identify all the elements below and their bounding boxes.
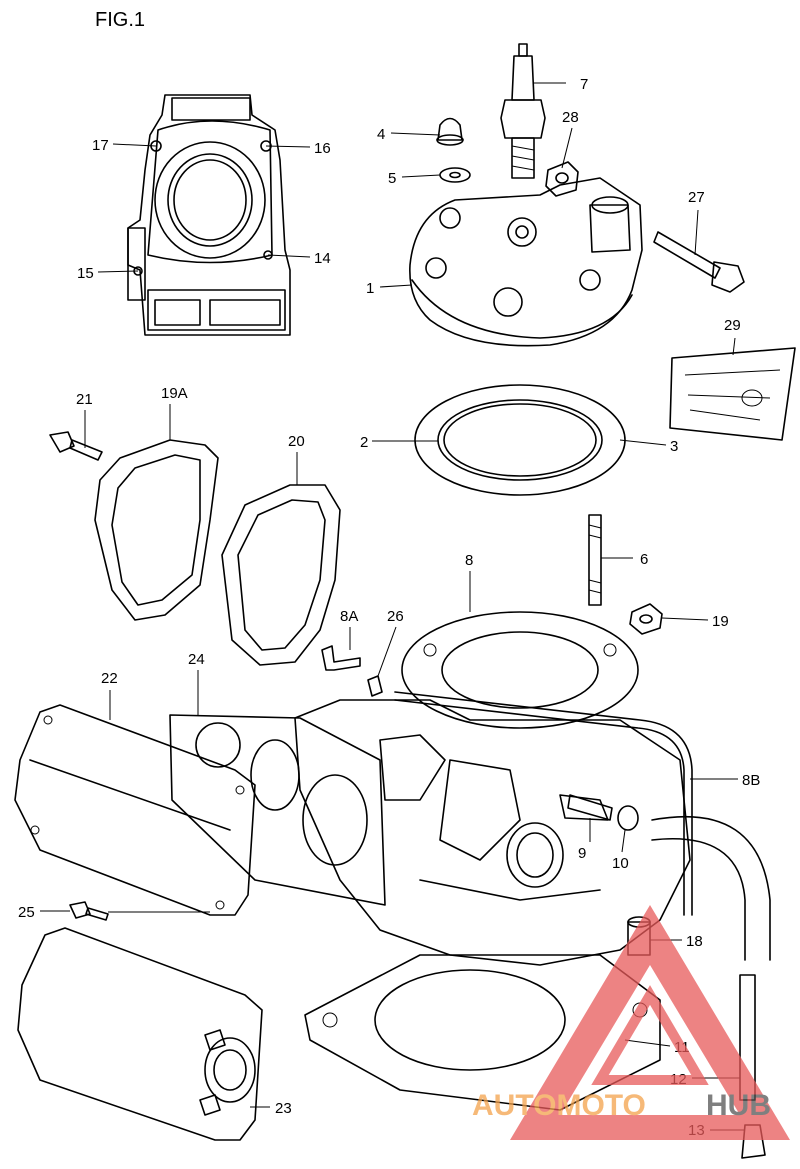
cylinder-body (294, 699, 691, 966)
callout-23: 10 (612, 855, 629, 872)
callout-13: 17 (92, 137, 109, 154)
cover-bolt (49, 431, 103, 461)
callout-11: 15 (77, 265, 94, 282)
callout-7: 7 (580, 76, 588, 93)
gasket-16 (94, 439, 219, 621)
callout-28: 28 (562, 109, 579, 126)
callout-3: 3 (670, 438, 678, 455)
cylinder-front-view (127, 94, 291, 336)
callout-20: 24 (188, 651, 205, 668)
callout-6: 6 (640, 551, 648, 568)
callout-18: 21 (76, 391, 93, 408)
watermark: AUTOMOTO HUB (472, 905, 790, 1140)
fitting-8b (567, 794, 613, 821)
gasket-17 (221, 484, 341, 666)
callout-4: 4 (377, 126, 385, 143)
clip-26 (367, 675, 383, 697)
callout-5: 5 (388, 170, 396, 187)
callout-27: 27 (688, 189, 705, 206)
callout-14: 18 (686, 933, 703, 950)
leader-lines (40, 82, 745, 1131)
plate-cover (669, 347, 796, 441)
callout-26: 26 (387, 608, 404, 625)
callout-19: 22 (101, 670, 118, 687)
manifold-gasket (169, 714, 386, 906)
washer (439, 167, 471, 183)
callout-19a: 23 (275, 1100, 292, 1117)
callout-1: 1 (366, 280, 374, 297)
watermark-automoto: AUTOMOTO (472, 1089, 646, 1122)
cylinder-head (409, 177, 643, 347)
spark-plug (500, 43, 546, 179)
cap-nut (436, 117, 464, 146)
fitting-8a (321, 645, 361, 671)
hose-clamp (617, 805, 639, 831)
base-gasket (401, 611, 639, 729)
side-cover-19 (14, 704, 256, 916)
head-bolt (653, 231, 745, 293)
water-hose (394, 691, 693, 916)
watermark-triangle-icon (510, 905, 790, 1140)
callout-2: 2 (360, 434, 368, 451)
callout-16: 19A (161, 385, 188, 402)
callout-25: 8B (742, 772, 760, 789)
stud-bolt (588, 514, 602, 606)
callout-8b: 9 (578, 845, 586, 862)
callout-8a: 8A (340, 608, 358, 625)
callout-8: 8 (465, 552, 473, 569)
watermark-hub: HUB (706, 1089, 771, 1122)
callout-15: 19 (712, 613, 729, 630)
water-hose-bend (651, 815, 771, 961)
flange-nut-top (545, 161, 579, 197)
figure-title: FIG.1 (95, 9, 145, 31)
callout-21: 25 (18, 904, 35, 921)
callout-12: 16 (314, 140, 331, 157)
flange-nut (629, 603, 663, 635)
callout-29: 29 (724, 317, 741, 334)
side-cover-19a (17, 927, 263, 1141)
head-gasket-rings (414, 384, 626, 496)
cover-bolt-21 (69, 901, 109, 921)
callout-17: 20 (288, 433, 305, 450)
callout-labels: 17 16 14 15 4 5 7 28 27 1 29 2 3 6 19 8 … (18, 76, 760, 1139)
callout-10: 14 (314, 250, 331, 267)
